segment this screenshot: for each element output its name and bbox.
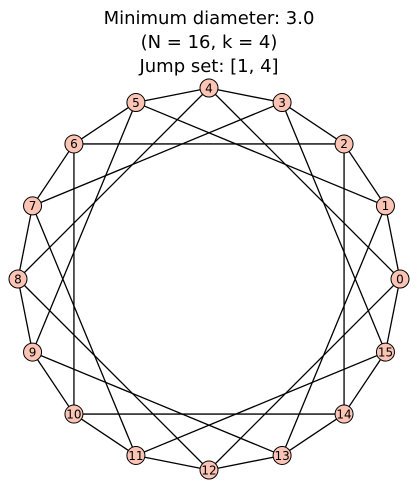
edge-13-1 xyxy=(281,205,387,456)
node-circle xyxy=(199,460,219,480)
edge-4-5 xyxy=(135,87,210,104)
edge-1-2 xyxy=(343,143,387,207)
node-label: 11 xyxy=(128,449,143,463)
edge-3-7 xyxy=(32,101,283,207)
edge-9-10 xyxy=(31,351,75,415)
node-0: 0 xyxy=(390,269,410,289)
node-circle xyxy=(334,404,354,424)
node-label: 10 xyxy=(66,407,81,421)
edge-7-11 xyxy=(31,205,137,456)
node-circle xyxy=(64,134,84,154)
node-7: 7 xyxy=(23,196,43,216)
edge-1-5 xyxy=(135,101,386,207)
edge-5-9 xyxy=(31,102,137,353)
edge-10-11 xyxy=(73,413,137,457)
node-11: 11 xyxy=(126,445,146,465)
edge-11-12 xyxy=(135,454,210,471)
node-label: 12 xyxy=(201,463,216,477)
node-circle xyxy=(126,445,146,465)
node-9: 9 xyxy=(23,342,43,362)
edge-8-9 xyxy=(17,278,34,353)
node-label: 15 xyxy=(378,345,393,359)
edge-0-4 xyxy=(208,87,401,280)
edge-3-4 xyxy=(208,87,283,104)
node-label: 7 xyxy=(29,199,37,213)
edge-9-13 xyxy=(32,351,283,457)
node-1: 1 xyxy=(375,196,395,216)
node-circle xyxy=(272,93,292,113)
node-label: 6 xyxy=(70,137,78,151)
title-line-2: (N = 16, k = 4) xyxy=(141,32,278,53)
node-label: 8 xyxy=(14,272,22,286)
node-2: 2 xyxy=(334,134,354,154)
edge-0-1 xyxy=(384,205,401,280)
edge-2-3 xyxy=(281,101,345,145)
node-circle xyxy=(64,404,84,424)
node-6: 6 xyxy=(64,134,84,154)
edge-8-12 xyxy=(17,278,210,471)
edge-15-0 xyxy=(384,278,401,353)
title-line-1: Minimum diameter: 3.0 xyxy=(104,8,315,29)
node-12: 12 xyxy=(199,460,219,480)
node-13: 13 xyxy=(272,445,292,465)
node-circle xyxy=(199,78,219,98)
edge-14-15 xyxy=(343,351,387,415)
edge-7-8 xyxy=(17,205,34,280)
node-label: 1 xyxy=(382,199,390,213)
figure-title: Minimum diameter: 3.0 (N = 16, k = 4) Ju… xyxy=(104,8,315,77)
node-label: 2 xyxy=(340,137,348,151)
edge-11-15 xyxy=(135,351,386,457)
node-label: 13 xyxy=(274,449,289,463)
node-15: 15 xyxy=(375,342,395,362)
title-line-3: Jump set: [1, 4] xyxy=(138,56,278,77)
edge-12-13 xyxy=(208,454,283,471)
node-4: 4 xyxy=(199,78,219,98)
node-circle xyxy=(375,342,395,362)
node-circle xyxy=(272,445,292,465)
node-circle xyxy=(23,196,43,216)
edge-6-7 xyxy=(31,143,75,207)
node-circle xyxy=(23,342,43,362)
edge-layer xyxy=(17,87,401,471)
node-label: 4 xyxy=(205,81,213,95)
node-5: 5 xyxy=(126,93,146,113)
node-label: 5 xyxy=(132,96,140,110)
node-label: 0 xyxy=(396,272,404,286)
edge-4-8 xyxy=(17,87,210,280)
node-8: 8 xyxy=(8,269,28,289)
edge-15-3 xyxy=(281,102,387,353)
edge-12-0 xyxy=(208,278,401,471)
node-label: 9 xyxy=(29,345,37,359)
edge-13-14 xyxy=(281,413,345,457)
node-3: 3 xyxy=(272,93,292,113)
node-circle xyxy=(8,269,28,289)
node-circle xyxy=(334,134,354,154)
node-circle xyxy=(390,269,410,289)
node-circle xyxy=(126,93,146,113)
edge-5-6 xyxy=(73,101,137,145)
node-circle xyxy=(375,196,395,216)
node-label: 14 xyxy=(336,407,351,421)
node-label: 3 xyxy=(278,96,286,110)
node-10: 10 xyxy=(64,404,84,424)
node-14: 14 xyxy=(334,404,354,424)
